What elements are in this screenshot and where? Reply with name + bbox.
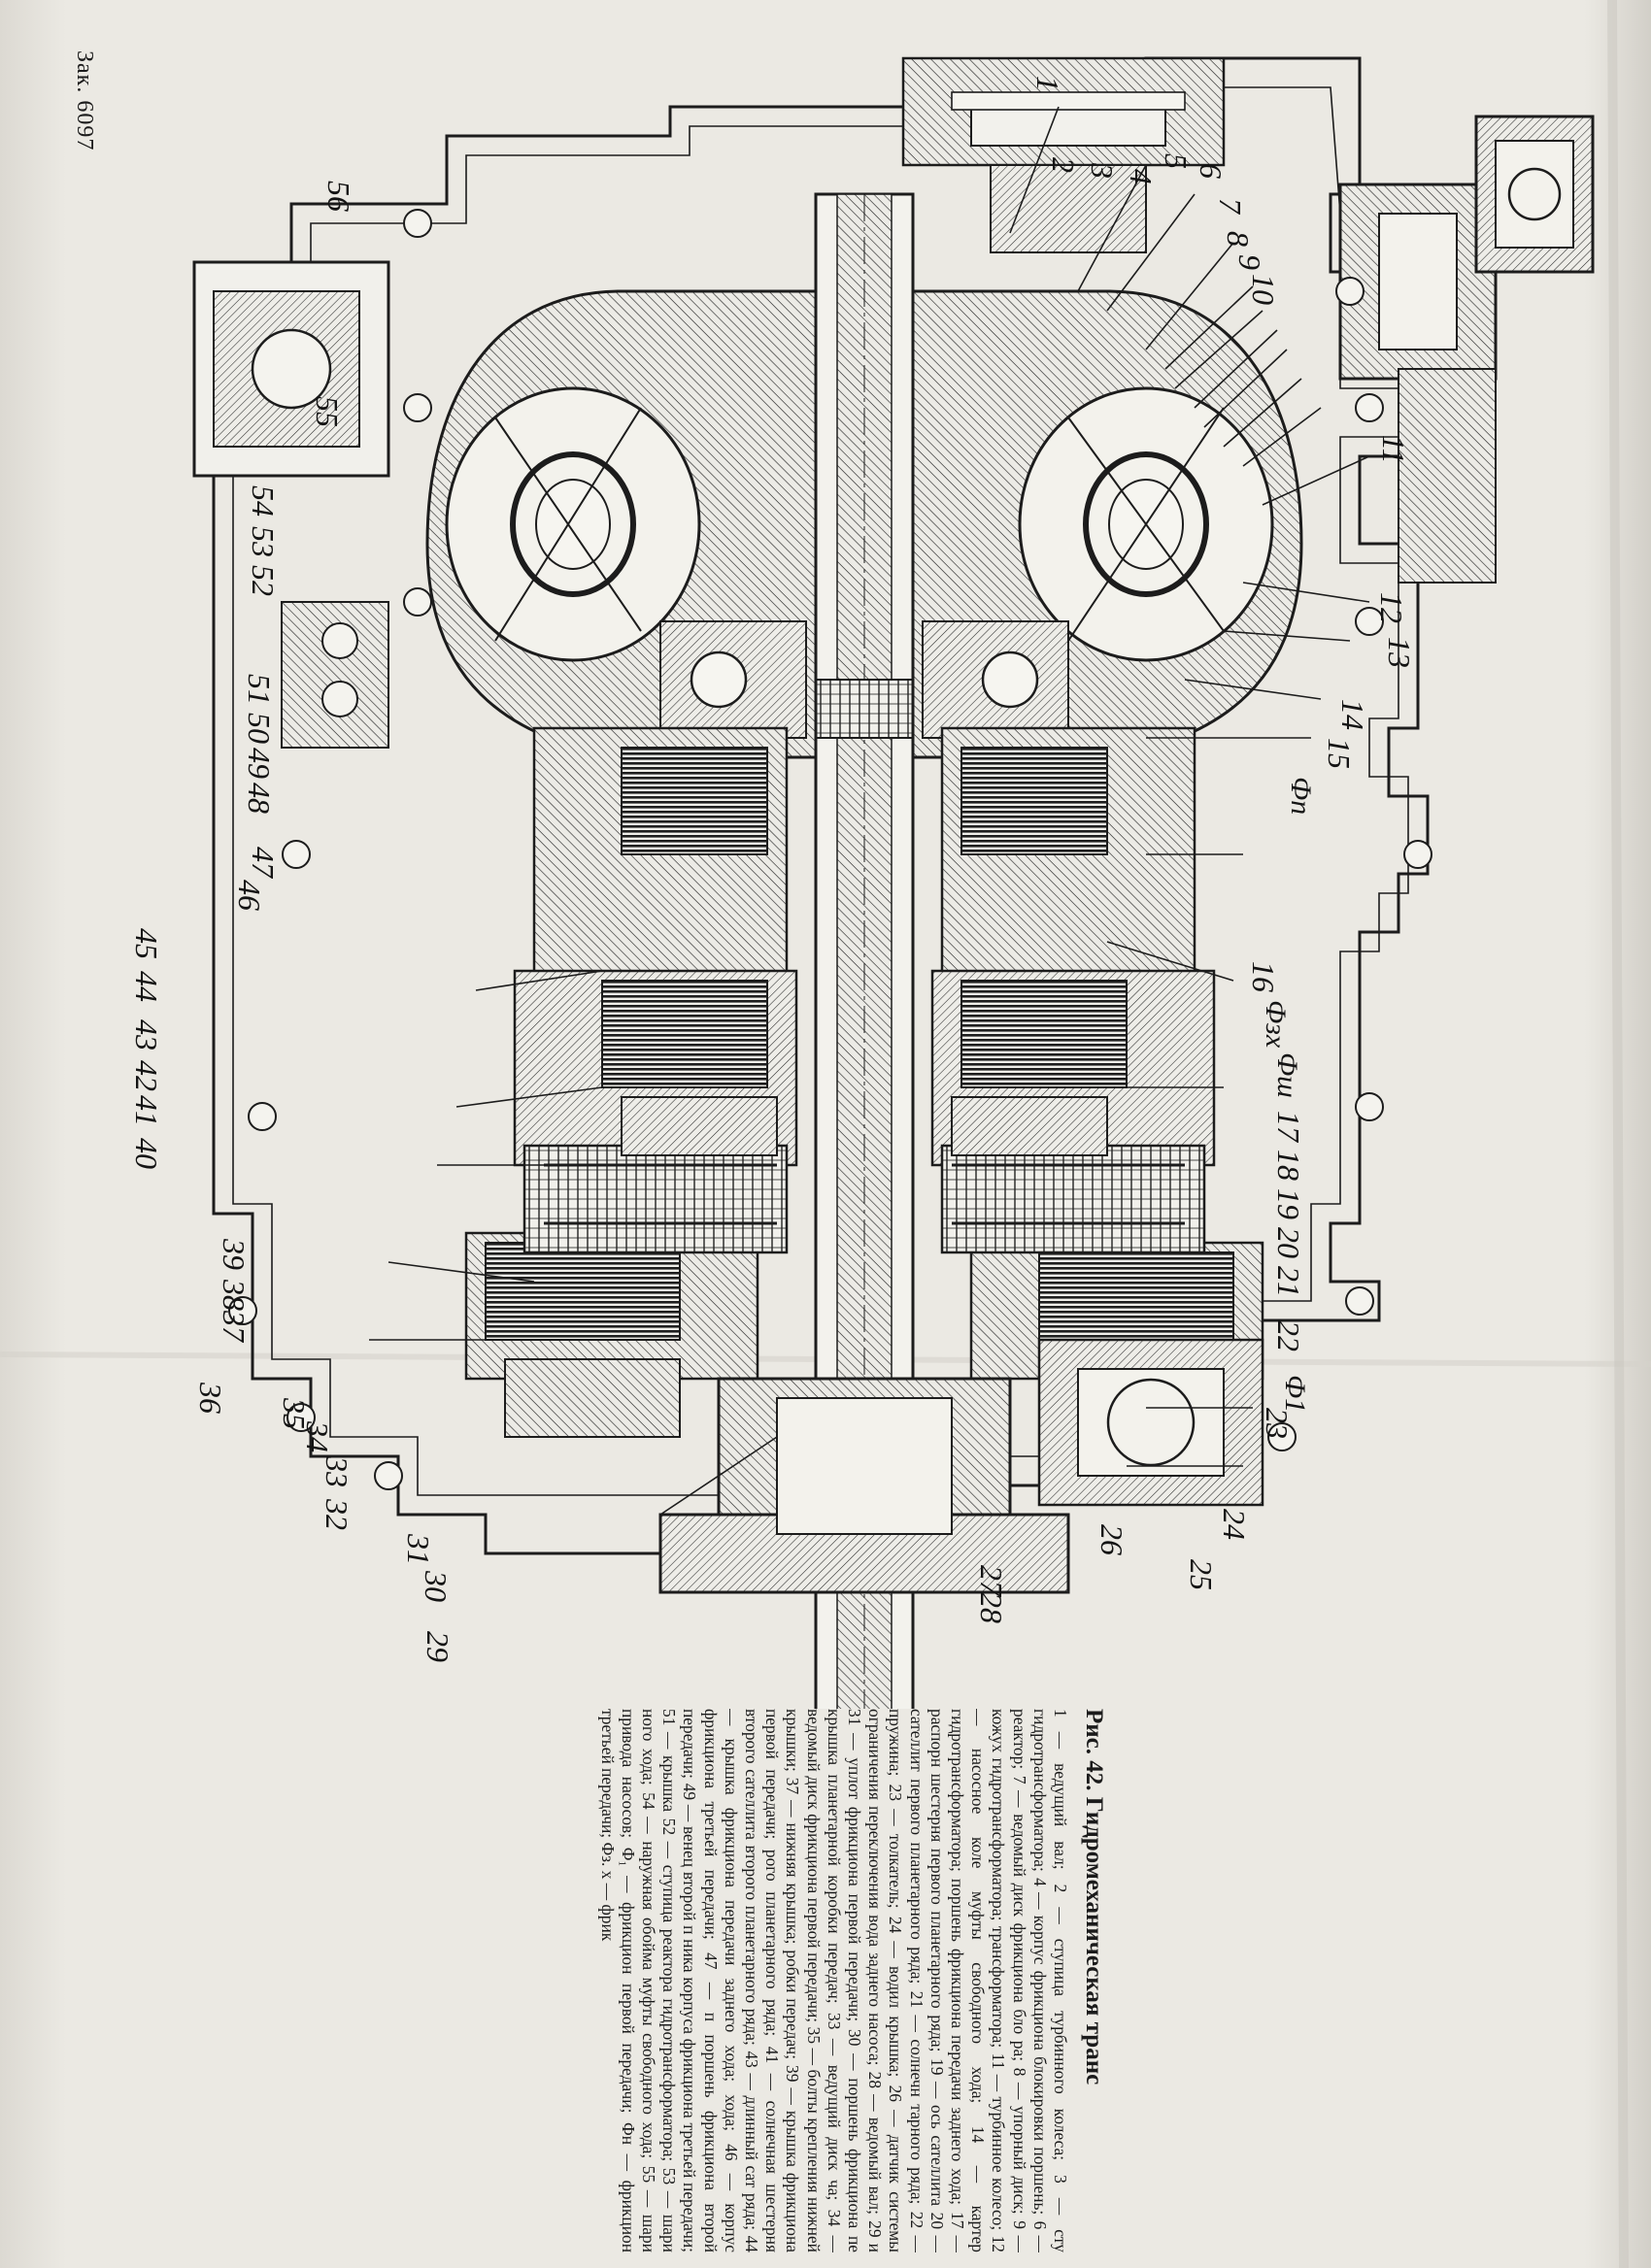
- callout-6: 6: [1194, 163, 1229, 179]
- callout-48: 48: [242, 783, 277, 814]
- torque-converter: [425, 289, 1303, 759]
- callout-47: 47: [246, 847, 281, 880]
- callout-4: 4: [1124, 169, 1159, 184]
- callout-54: 54: [246, 485, 281, 517]
- callout-45: 45: [129, 928, 164, 959]
- callout-phi-p: Фп: [1285, 777, 1317, 815]
- callout-5: 5: [1159, 153, 1194, 169]
- callout-24: 24: [1217, 1509, 1252, 1540]
- callout-12: 12: [1374, 592, 1409, 623]
- callout-15: 15: [1322, 738, 1357, 769]
- rotated-sheet: 1 2 3 4 5 6 7 8 9 10 11 12 13 14 15 Фп 1…: [129, 56, 1595, 2252]
- callout-29: 29: [421, 1631, 455, 1662]
- callout-labels: 1 2 3 4 5 6 7 8 9 10 11 12 13 14 15 Фп 1…: [129, 76, 1417, 1662]
- callout-25: 25: [1184, 1559, 1219, 1590]
- callout-23: 23: [1260, 1408, 1295, 1439]
- callout-3: 3: [1085, 162, 1120, 179]
- callout-33: 33: [320, 1455, 354, 1487]
- callout-phi-1: Ф1: [1279, 1375, 1311, 1413]
- leader-lines: [369, 106, 1370, 1516]
- callout-30: 30: [419, 1570, 454, 1602]
- callout-22: 22: [1271, 1320, 1306, 1351]
- callout-2: 2: [1046, 157, 1081, 173]
- callout-35: 35: [277, 1397, 312, 1429]
- callout-31: 31: [401, 1533, 436, 1565]
- callout-28: 28: [974, 1592, 1009, 1623]
- callout-1: 1: [1030, 76, 1065, 91]
- callout-42: 42: [129, 1060, 164, 1091]
- control-block-bottom: [192, 260, 390, 749]
- callout-phi-sh: Фш: [1271, 1052, 1303, 1098]
- figure-legend: 1 — ведущий вал; 2 — ступица турбинного …: [597, 1709, 1070, 2252]
- callout-38: 38: [217, 1279, 252, 1311]
- callout-17: 17: [1271, 1111, 1306, 1144]
- callout-52: 52: [246, 565, 281, 596]
- callout-32: 32: [320, 1498, 354, 1530]
- input-flange-left: [901, 56, 1226, 253]
- callout-41: 41: [129, 1095, 164, 1126]
- figure-title: Рис. 42. Гидромеханическая транс: [1081, 1709, 1107, 2085]
- callout-9: 9: [1232, 254, 1267, 270]
- callout-46: 46: [232, 880, 267, 911]
- drive-shaft: [795, 192, 933, 1709]
- callout-55: 55: [310, 396, 345, 427]
- callout-14: 14: [1335, 699, 1370, 730]
- callout-10: 10: [1246, 274, 1281, 305]
- callout-18: 18: [1271, 1150, 1306, 1181]
- callout-7: 7: [1213, 198, 1248, 216]
- callout-phi-zkh: Фзх: [1260, 1000, 1292, 1049]
- callout-56: 56: [321, 181, 356, 212]
- callout-11: 11: [1376, 435, 1411, 464]
- callout-26: 26: [1095, 1524, 1129, 1555]
- bolts: [228, 209, 1432, 1490]
- transmission-section-drawing: 1 2 3 4 5 6 7 8 9 10 11 12 13 14 15 Фп 1…: [129, 56, 1595, 1709]
- callout-50: 50: [242, 713, 277, 744]
- callout-13: 13: [1382, 637, 1417, 668]
- callout-49: 49: [242, 748, 277, 779]
- callout-34: 34: [300, 1420, 335, 1452]
- callout-21: 21: [1271, 1266, 1306, 1297]
- figure-caption: Рис. 42. Гидромеханическая транс 1 — вед…: [39, 1709, 1107, 2252]
- callout-43: 43: [129, 1019, 164, 1051]
- callout-39: 39: [217, 1238, 252, 1270]
- callout-40: 40: [129, 1138, 164, 1169]
- callout-44: 44: [129, 971, 164, 1002]
- callout-16: 16: [1246, 961, 1281, 992]
- planetary-gear-sets: [522, 1096, 1206, 1254]
- output-flange-right: [504, 1338, 1264, 1594]
- callout-20: 20: [1271, 1227, 1306, 1258]
- callout-51: 51: [242, 674, 277, 705]
- callout-37: 37: [217, 1310, 252, 1344]
- callout-8: 8: [1221, 231, 1256, 247]
- callout-53: 53: [246, 526, 281, 557]
- callout-19: 19: [1271, 1188, 1306, 1219]
- callout-27: 27: [974, 1565, 1009, 1598]
- pump-drive-top: [1338, 115, 1595, 584]
- callout-36: 36: [193, 1382, 228, 1414]
